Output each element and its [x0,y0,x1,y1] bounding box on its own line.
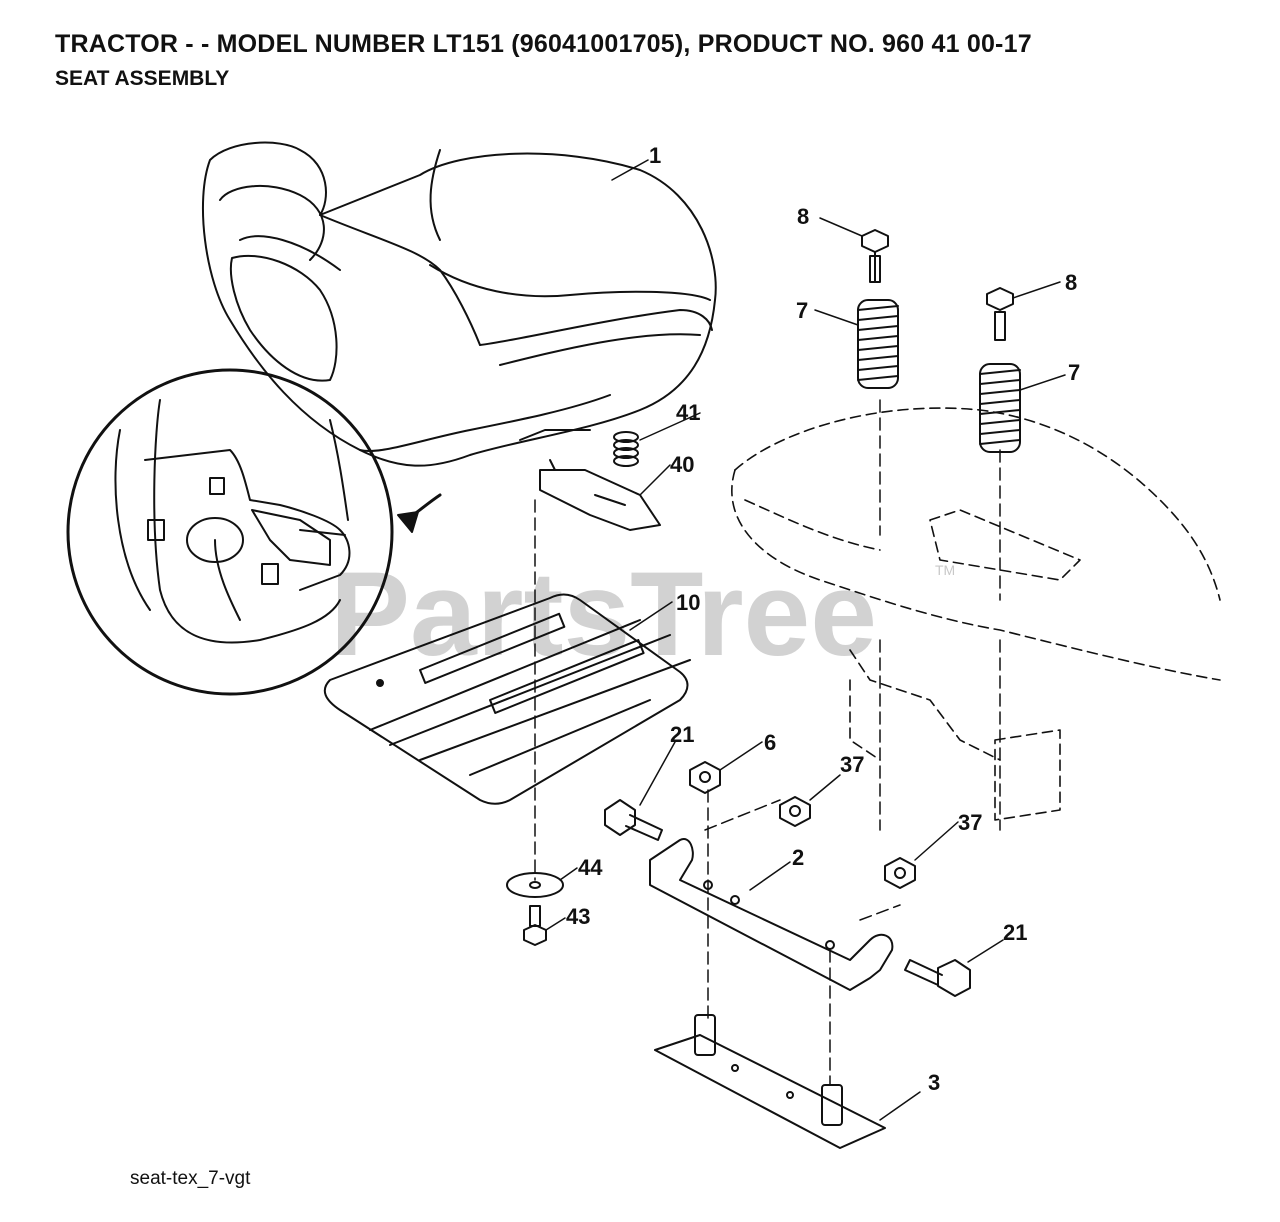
guide-lines [534,399,1001,1086]
washer-44 [506,872,564,898]
tractor-frame-outline [731,407,1221,821]
diagram-code: seat-tex_7-vgt [130,1168,251,1189]
page-title: TRACTOR - - MODEL NUMBER LT151 (96041001… [55,30,1032,58]
bolt-8-right [986,287,1014,341]
watermark-text: PartsTree [330,547,877,681]
callout-21a: 21 [670,722,694,747]
latch-plate-40 [539,459,661,531]
callout-8b: 8 [1065,270,1077,295]
bracket-2 [649,838,894,991]
nut-6 [689,761,721,794]
page-subtitle: SEAT ASSEMBLY [55,67,230,90]
callout-21b: 21 [1003,920,1027,945]
bolt-21-right [904,959,971,997]
callout-6: 6 [764,730,776,755]
callout-43: 43 [566,904,590,929]
leader-lines [545,159,1066,1121]
callout-2: 2 [792,845,804,870]
nut-37-upper [779,796,811,827]
watermark-tm: TM [935,562,955,578]
spring-7-left [857,299,899,389]
plate-3 [654,1014,886,1149]
spring-41 [613,431,639,467]
callouts: 1 8 8 7 7 41 40 10 21 6 37 37 2 44 43 21… [566,143,1080,1095]
callout-8a: 8 [797,204,809,229]
callout-7a: 7 [796,298,808,323]
callout-37a: 37 [840,752,864,777]
seat-drawing [202,141,717,467]
bolt-21-left [604,799,663,841]
spring-7-right [979,363,1021,453]
nut-37-lower [884,857,916,889]
callout-7b: 7 [1068,360,1080,385]
callout-3: 3 [928,1070,940,1095]
latch-detail-magnifier [66,368,442,696]
callout-1: 1 [649,143,661,168]
callout-41: 41 [676,400,700,425]
callout-10: 10 [676,590,700,615]
seat-pan-10 [323,593,691,805]
screw-43 [523,905,547,946]
callout-37b: 37 [958,810,982,835]
bolt-8-left [861,229,889,283]
callout-40: 40 [670,452,694,477]
callout-44: 44 [578,855,603,880]
